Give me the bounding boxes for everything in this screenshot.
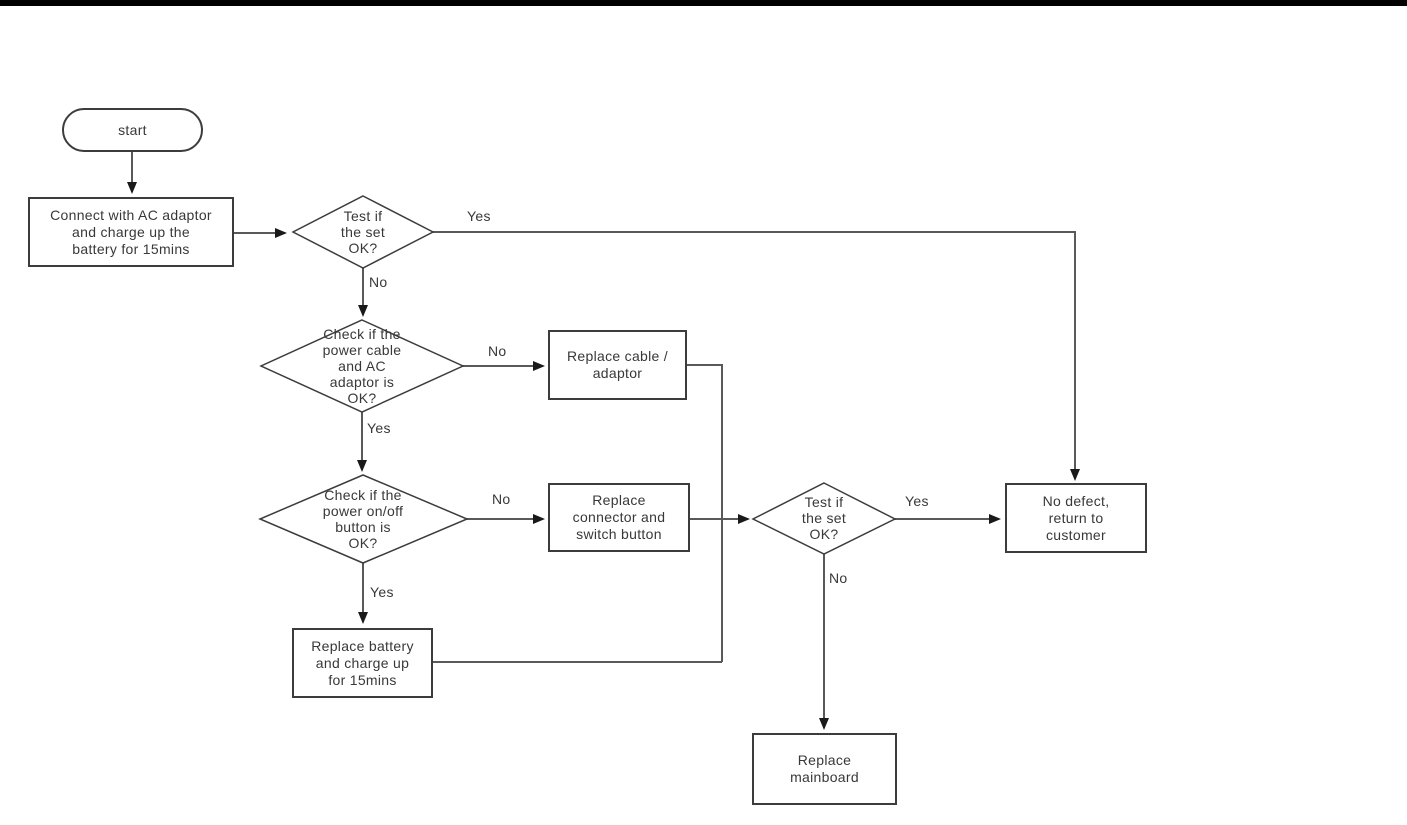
node-replace-connector: Replace connector and switch button [548,483,690,552]
top-black-bar [0,0,1407,6]
edge-label-test2-no: No [829,570,848,586]
node-connect-charge: Connect with AC adaptor and charge up th… [28,197,234,267]
node-replace-battery-label: Replace battery and charge up for 15mins [311,637,414,688]
decision-test-set-ok-2-label: Test if the set OK? [801,494,847,542]
decision-check-cable-label: Check if the power cable and AC adaptor … [322,326,402,406]
edge-test1-yes-to-nodefect [433,231,1080,481]
edge-replacecable-to-junction [687,364,723,662]
node-replace-cable-label: Replace cable / adaptor [566,348,668,381]
node-connect-charge-label: Connect with AC adaptor and charge up th… [50,206,212,257]
edge-label-power-yes: Yes [370,584,394,600]
node-start: start [62,108,203,152]
decision-shape-check-power-button [258,474,469,564]
node-replace-battery: Replace battery and charge up for 15mins [292,628,433,698]
node-replace-connector-label: Replace connector and switch button [572,492,666,542]
edge-label-cable-no: No [488,343,507,359]
decision-test-set-ok-1: Test if the set OK? [313,202,413,262]
decision-shape-test-set-ok-1 [291,195,435,269]
edge-label-power-no: No [492,491,511,507]
node-replace-mainboard-label: Replace mainboard [790,752,859,785]
node-start-label: start [118,121,147,138]
decision-test-set-ok-2: Test if the set OK? [774,488,874,548]
decision-check-power-button-label: Check if the power on/off button is OK? [322,487,404,551]
decision-test-set-ok-1-label: Test if the set OK? [340,208,386,256]
decision-check-cable: Check if the power cable and AC adaptor … [302,322,422,410]
node-no-defect-label: No defect, return to customer [1042,492,1110,543]
node-replace-cable: Replace cable / adaptor [548,330,687,400]
node-replace-mainboard: Replace mainboard [752,733,897,805]
decision-shape-check-cable [259,319,465,413]
edge-label-cable-yes: Yes [367,420,391,436]
edge-label-test1-yes: Yes [467,208,491,224]
node-no-defect: No defect, return to customer [1005,483,1147,553]
decision-shape-test-set-ok-2 [751,482,897,555]
edge-label-test1-no: No [369,274,388,290]
decision-check-power-button: Check if the power on/off button is OK? [303,481,423,557]
edge-label-test2-yes: Yes [905,493,929,509]
